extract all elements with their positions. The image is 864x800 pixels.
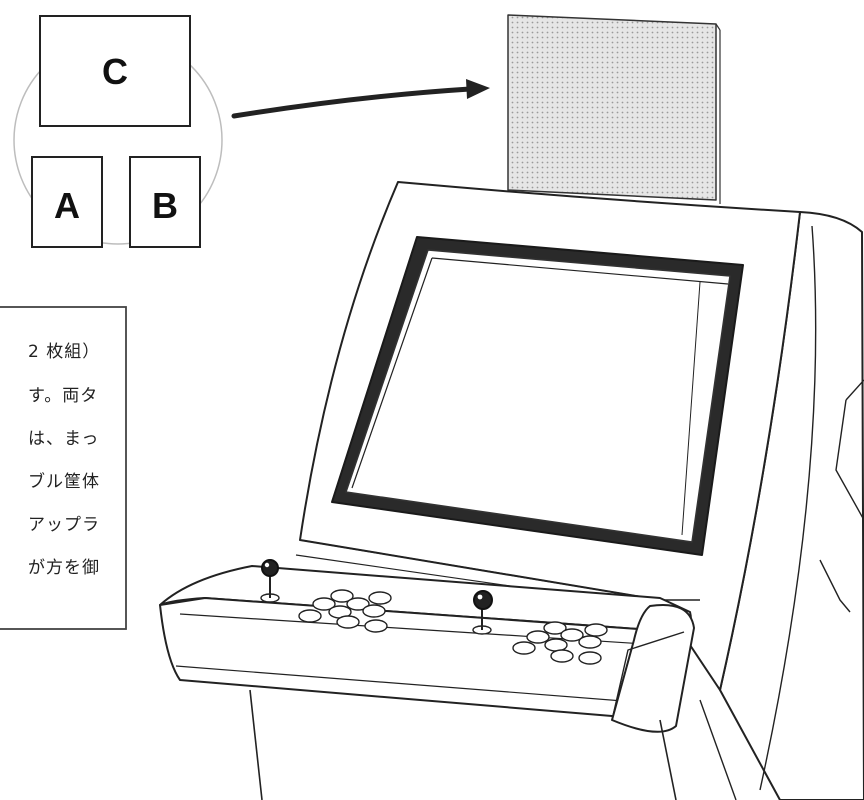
joystick-player1 xyxy=(260,559,280,603)
control-panel-end-cap xyxy=(611,604,695,733)
arcade-cabinet xyxy=(159,14,864,800)
board-set-illustration: C A B xyxy=(13,15,223,248)
note-box: 2 枚組） す。両タ は、まっ ブル筐体 アップラ が方を御 xyxy=(0,306,127,630)
note-line-2: す。両タ xyxy=(28,386,98,406)
board-c-box xyxy=(39,15,191,127)
buttons-player1 xyxy=(298,589,392,633)
note-line-5: アップラ xyxy=(28,515,100,535)
board-a-label: A xyxy=(54,185,80,226)
buttons-player2 xyxy=(512,621,608,665)
marquee-panel xyxy=(507,14,721,204)
pointer-arrow xyxy=(231,79,490,119)
board-c-label: C xyxy=(102,51,128,92)
note-line-4: ブル筐体 xyxy=(28,471,100,492)
joystick-player2 xyxy=(472,590,493,635)
board-a-box xyxy=(31,156,103,248)
note-line-1: 2 枚組） xyxy=(28,342,100,362)
board-b-box xyxy=(129,156,201,248)
note-line-3: は、まっ xyxy=(28,429,99,449)
monitor-screen xyxy=(345,249,731,543)
note-line-6: が方を御 xyxy=(28,558,100,578)
board-b-label: B xyxy=(152,185,178,226)
